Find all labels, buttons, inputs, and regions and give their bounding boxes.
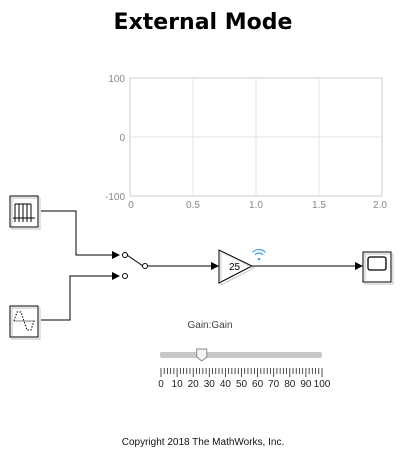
y-tick-label: 100	[108, 74, 125, 85]
x-tick-label: 1.5	[312, 200, 326, 211]
slider-tick-label: 30	[204, 379, 216, 390]
sine-icon	[13, 311, 35, 331]
page-title: External Mode	[113, 10, 293, 35]
x-tick-label: 0.5	[186, 200, 200, 211]
slider-tick-label: 0	[158, 379, 164, 390]
y-tick-label: -100	[105, 192, 125, 203]
slider-ticks	[160, 368, 323, 377]
slider-tick-label: 70	[268, 379, 280, 390]
x-tick-label: 1.0	[249, 200, 263, 211]
plot-grid	[130, 78, 382, 196]
slider-tick-label: 20	[188, 379, 200, 390]
signal-lines	[41, 210, 357, 321]
x-tick-label: 0	[128, 200, 134, 211]
slider-label: Gain:Gain	[187, 320, 233, 331]
slider-tick-label: 60	[252, 379, 264, 390]
gain-block[interactable]: 25	[218, 249, 256, 286]
plot: 100 0 -100 0 0.5 1.0 1.5 2.0	[105, 74, 387, 211]
slider-tick-label: 90	[300, 379, 312, 390]
slider-tick-label: 50	[236, 379, 248, 390]
sine-wave-block[interactable]	[9, 305, 41, 340]
slider-tick-label: 100	[314, 379, 331, 390]
slider-tick-label: 40	[220, 379, 232, 390]
slider-tick-label: 80	[284, 379, 296, 390]
y-tick-label: 0	[119, 133, 125, 144]
gain-value: 25	[229, 262, 241, 273]
pulse-generator-block[interactable]	[9, 195, 41, 230]
manual-switch-block[interactable]	[122, 252, 148, 279]
signal-logging-icon[interactable]	[252, 248, 266, 261]
slider-track[interactable]	[160, 352, 322, 358]
slider-tick-label: 10	[172, 379, 184, 390]
scope-icon	[367, 256, 387, 271]
x-tick-label: 2.0	[373, 200, 387, 211]
slider-thumb[interactable]	[196, 348, 208, 362]
copyright-text: Copyright 2018 The MathWorks, Inc.	[121, 437, 285, 448]
scope-block[interactable]	[362, 251, 394, 285]
arrowheads	[112, 251, 363, 280]
pulse-icon	[13, 203, 35, 222]
